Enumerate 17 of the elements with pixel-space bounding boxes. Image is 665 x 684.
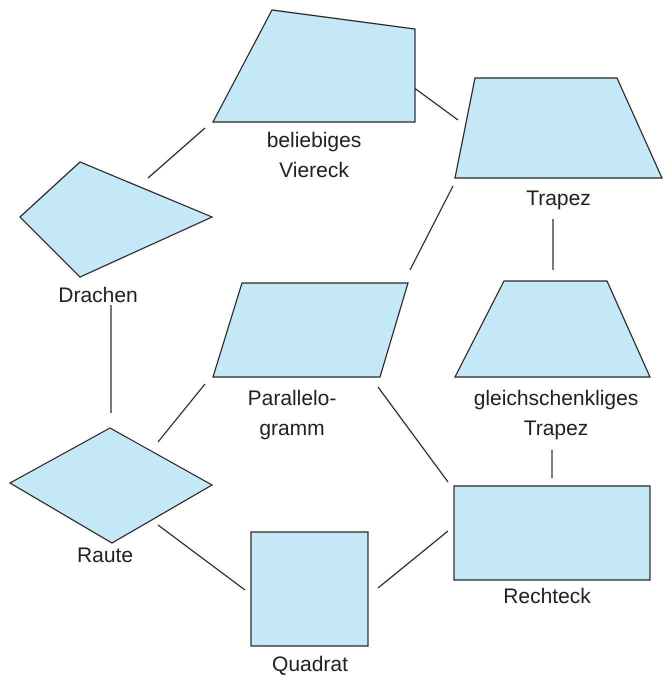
shape-label: gleichschenkliges Trapez	[472, 386, 640, 442]
connector-line	[409, 186, 454, 270]
connector-line	[552, 219, 554, 270]
shape-label: Drachen	[57, 283, 139, 309]
shape-label: Parallelo- gramm	[246, 386, 338, 442]
connector-line	[158, 384, 206, 442]
shape-label: Quadrat	[271, 652, 349, 678]
connector-line	[148, 128, 206, 178]
shape-label: Trapez	[525, 186, 592, 212]
connector-line	[378, 386, 448, 482]
connector-line	[158, 524, 246, 590]
shape-label: Raute	[76, 543, 134, 569]
shape-label: beliebiges Viereck	[266, 128, 362, 184]
connector-line	[110, 305, 112, 413]
connector-line	[551, 450, 553, 478]
shape-label: Rechteck	[502, 584, 592, 610]
connector-line	[378, 530, 448, 588]
